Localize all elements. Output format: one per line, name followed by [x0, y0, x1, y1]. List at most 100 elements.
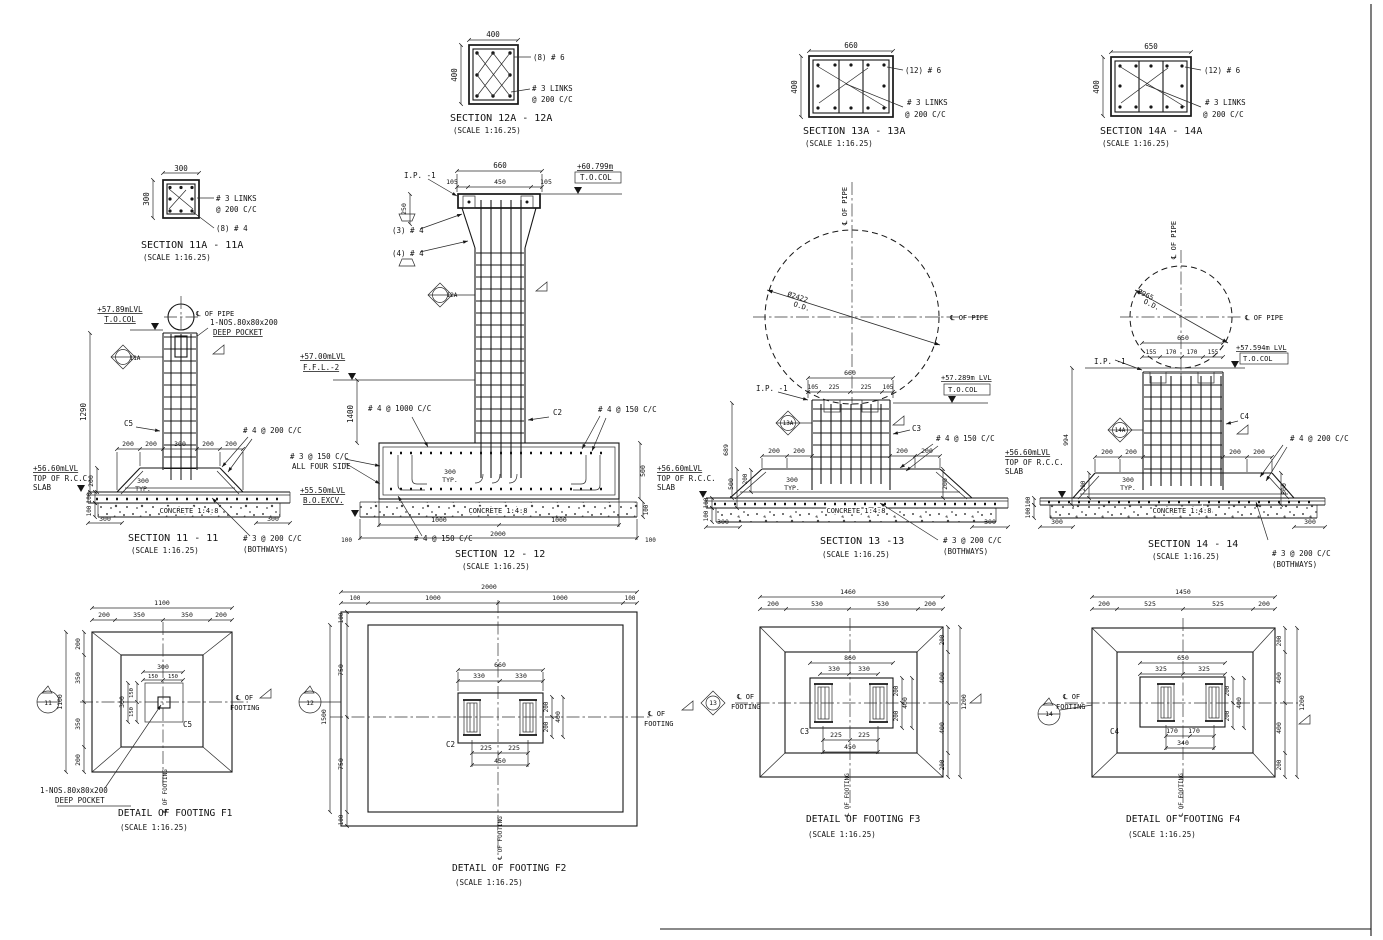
dim-label: 225: [508, 744, 520, 752]
scale-note: (SCALE 1:16.25): [462, 562, 530, 571]
dim-label: 200: [74, 638, 82, 650]
dim-label: 300: [1122, 476, 1134, 484]
dim-label: 1000: [431, 516, 447, 524]
dim-label: 1-NOS.80x80x200: [210, 318, 278, 327]
dim-label: 100: [643, 504, 650, 515]
dim-label: # 3 @ 200 C/C: [243, 534, 302, 543]
dim-label: 225: [830, 731, 842, 739]
dim-label: +57.00mLVL: [300, 352, 346, 361]
dim-label: 525: [1144, 600, 1156, 608]
dim-label: +60.799m: [577, 162, 614, 171]
dim-label: 1100: [56, 694, 64, 710]
dim-label: 530: [877, 600, 889, 608]
dim-label: FOOTING: [731, 703, 761, 711]
dim-label: 500: [1280, 483, 1288, 495]
dim-label: 450: [494, 757, 506, 765]
dim-label: 750: [337, 664, 345, 676]
dim-label: (BOTHWAYS): [243, 545, 288, 554]
dim-label: T.O.COL: [580, 173, 612, 182]
dim-label: 200: [939, 759, 946, 770]
dim-label: 500: [727, 478, 735, 490]
dim-label: SLAB: [1005, 467, 1024, 476]
dim-label: I.P. -1: [756, 384, 788, 393]
footing-f3-linework: [700, 594, 982, 808]
dim-label: 200: [225, 440, 237, 448]
scale-note: (SCALE 1:16.25): [455, 878, 523, 887]
dim-label: TYP.: [442, 476, 458, 484]
dim-label: FOOTING: [230, 704, 260, 712]
dim-label: 200: [893, 685, 900, 696]
dim-label: C2: [446, 740, 455, 749]
dim-label: 2000: [481, 583, 497, 591]
dim-label: 330: [858, 665, 870, 673]
dim-label: 200: [939, 634, 946, 645]
scale-note: (SCALE 1:16.25): [453, 126, 521, 135]
dim-label: T.O.COL: [1243, 355, 1273, 363]
dim-label: TYP.: [784, 484, 800, 492]
dim-label: 300: [786, 476, 798, 484]
dim-label: 400: [1092, 80, 1101, 94]
dim-label: 340: [1177, 739, 1189, 747]
dim-label: 525: [1212, 600, 1224, 608]
scale-note: (SCALE 1:16.25): [143, 253, 211, 262]
dim-label: 200: [924, 600, 936, 608]
dim-label: SLAB: [657, 483, 676, 492]
dim-label: 100: [350, 595, 361, 602]
scale-note: (SCALE 1:16.25): [805, 139, 873, 148]
dim-label: 100: [625, 595, 636, 602]
dim-label: TOP OF R.C.C.: [1005, 458, 1064, 467]
dim-label: # 3 LINKS: [1205, 98, 1246, 107]
dim-label: (BOTHWAYS): [1272, 560, 1317, 569]
dim-label: 200: [896, 447, 908, 455]
section-12a-linework: [458, 37, 531, 107]
dim-label: 200: [215, 611, 227, 619]
sheet-border: [660, 4, 1372, 936]
dim-label: 225: [480, 744, 492, 752]
section-14-linework: [1031, 250, 1328, 541]
dim-label: 530: [811, 600, 823, 608]
dim-label: 200: [941, 478, 949, 490]
dim-label: ℄ OF FOOTING: [497, 816, 504, 861]
dim-label: # 3 LINKS: [216, 194, 257, 203]
dim-label: 200: [543, 721, 550, 732]
dim-label: 400: [938, 672, 946, 684]
dim-label: 300: [717, 518, 729, 526]
dim-label: 200: [1276, 759, 1283, 770]
dim-label: 200: [543, 701, 550, 712]
dim-label: 200: [202, 440, 214, 448]
dim-label: 13A: [783, 420, 794, 427]
section-title: SECTION 12A - 12A: [450, 113, 552, 124]
dim-label: 300: [157, 663, 169, 671]
section-13a-linework: [798, 48, 904, 120]
dim-label: I.P. -1: [1094, 357, 1126, 366]
dim-label: 100: [645, 537, 656, 544]
dim-label: 650: [1177, 654, 1189, 662]
scale-note: (SCALE 1:16.25): [1128, 830, 1196, 839]
dim-label: 2000: [490, 530, 506, 538]
section-title: SECTION 14 - 14: [1148, 539, 1238, 550]
dim-label: 100: [86, 505, 93, 516]
dim-label: 200: [921, 447, 933, 455]
dim-label: 400: [790, 80, 799, 94]
dim-label: 100: [1025, 496, 1032, 507]
dim-label: 330: [515, 672, 527, 680]
dim-label: 100: [338, 612, 345, 623]
dim-label: 200: [1098, 600, 1110, 608]
dim-label: 200: [98, 611, 110, 619]
detail-title: DETAIL OF FOOTING F1: [118, 808, 233, 819]
footing-f1-linework: [36, 605, 272, 807]
dim-label: (8) # 6: [533, 53, 565, 62]
dim-label: 994: [1062, 434, 1070, 446]
dim-label: +56.60mLVL: [1005, 448, 1051, 457]
dim-label: 300: [174, 440, 186, 448]
dim-label: 860: [844, 654, 856, 662]
dim-label: 12: [306, 699, 314, 707]
dim-label: DEEP POCKET: [213, 328, 263, 337]
dim-label: 330: [473, 672, 485, 680]
